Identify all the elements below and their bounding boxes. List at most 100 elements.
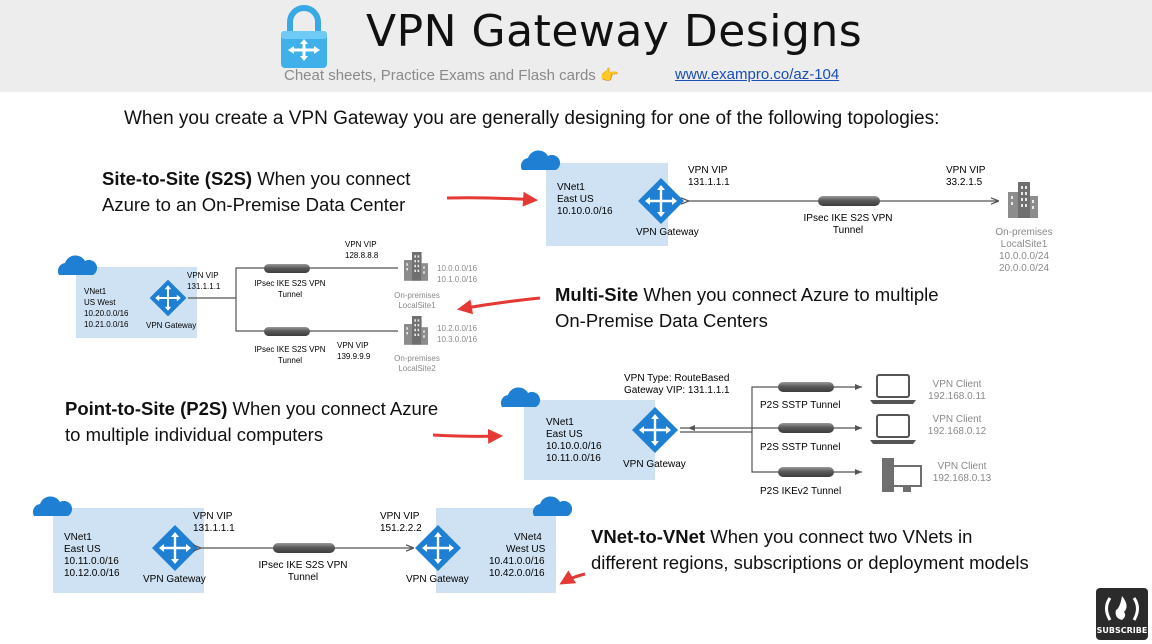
- p2s-vnet-box: [524, 400, 655, 480]
- multisite-text-1: When you connect Azure to multiple: [643, 284, 939, 305]
- p2s-vnet-range-2: 10.11.0.0/16: [546, 453, 601, 464]
- multisite-tunnel-pipe-2: [264, 327, 310, 336]
- page-title: VPN Gateway Designs: [366, 6, 863, 57]
- p2s-red-arrow: [432, 428, 503, 444]
- s2s-vnet-range: 10.10.0.0/16: [557, 206, 613, 217]
- multisite-site2-range-2: 10.3.0.0/16: [437, 335, 478, 344]
- freecodecamp-icon: [1105, 596, 1139, 621]
- s2s-site-label-1: On-premises: [995, 227, 1052, 238]
- s2s-building-icon: [1008, 182, 1038, 218]
- multisite-vnet-region: US West: [84, 298, 116, 307]
- header-band: [0, 0, 1152, 92]
- s2s-description: Site-to-Site (S2S) When you connect Azur…: [102, 166, 410, 218]
- multisite-gateway-label: VPN Gateway: [146, 321, 196, 330]
- multisite-building-icon-2: [404, 316, 428, 345]
- v2v-cloud-right-icon: [532, 496, 573, 516]
- p2s-client-1-ip: 192.168.0.11: [928, 391, 986, 402]
- multisite-text-2: On-Premise Data Centers: [555, 310, 768, 331]
- multisite-vip1-ip: 128.8.8.8: [345, 251, 379, 260]
- v2v-right-region: West US: [506, 544, 546, 555]
- s2s-vip-right-ip: 33.2.1.5: [946, 177, 983, 188]
- multisite-tunnel-pipe-1: [264, 264, 310, 273]
- multisite-vip-gw-ip: 131.1.1.1: [187, 282, 221, 291]
- v2v-vip-left-label: VPN VIP: [193, 511, 233, 522]
- p2s-text-2: to multiple individual computers: [65, 424, 324, 445]
- s2s-text-1: When you connect: [257, 168, 411, 189]
- v2v-tunnel-label-2: Tunnel: [288, 572, 318, 583]
- s2s-text-2: Azure to an On-Premise Data Center: [102, 194, 406, 215]
- p2s-gateway-label: VPN Gateway: [623, 459, 686, 470]
- desktop-icon: [882, 458, 922, 492]
- s2s-vip-left-label: VPN VIP: [688, 165, 728, 176]
- p2s-vnet-name: VNet1: [546, 417, 574, 428]
- s2s-site-range-2: 20.0.0.0/24: [999, 263, 1049, 274]
- multisite-vip2-label: VPN VIP: [337, 341, 369, 350]
- multisite-tunnel1-label-1: IPsec IKE S2S VPN: [254, 279, 325, 288]
- p2s-client-1-label: VPN Client: [933, 379, 982, 390]
- exampro-link[interactable]: www.exampro.co/az-104: [675, 66, 840, 83]
- multisite-vip-gw-label: VPN VIP: [187, 271, 219, 280]
- p2s-description: Point-to-Site (P2S) When you connect Azu…: [65, 396, 438, 448]
- multisite-vnet-range-2: 10.21.0.0/16: [84, 320, 129, 329]
- p2s-text-1: When you connect Azure: [232, 398, 439, 419]
- p2s-vnet-range-1: 10.10.0.0/16: [546, 441, 602, 452]
- multisite-tunnel2-label-1: IPsec IKE S2S VPN: [254, 345, 325, 354]
- s2s-vnet-region: East US: [557, 194, 594, 205]
- p2s-client-3-label: VPN Client: [938, 461, 987, 472]
- p2s-tunnel-label-3: P2S IKEv2 Tunnel: [760, 486, 841, 497]
- p2s-tunnel-label-2: P2S SSTP Tunnel: [760, 442, 840, 453]
- s2s-red-arrow: [446, 191, 538, 207]
- multisite-tunnel1-label-2: Tunnel: [278, 290, 302, 299]
- v2v-right-range-1: 10.41.0.0/16: [489, 556, 545, 567]
- multisite-vnet-range-1: 10.20.0.0/16: [84, 309, 129, 318]
- v2v-vip-right-label: VPN VIP: [380, 511, 420, 522]
- multisite-site1-range-1: 10.0.0.0/16: [437, 264, 478, 273]
- v2v-heading: VNet-to-VNet: [591, 526, 706, 547]
- multisite-site1-label-2: LocalSite1: [398, 301, 436, 310]
- s2s-vnet-name: VNet1: [557, 182, 585, 193]
- s2s-vip-left-ip: 131.1.1.1: [688, 177, 730, 188]
- multisite-vip1-label: VPN VIP: [345, 240, 377, 249]
- multisite-site1-label-1: On-premises: [394, 291, 440, 300]
- multisite-heading: Multi-Site: [555, 284, 639, 305]
- v2v-cloud-left-icon: [32, 496, 73, 516]
- v2v-gateway-left-label: VPN Gateway: [143, 574, 206, 585]
- multisite-tunnel2-label-2: Tunnel: [278, 356, 302, 365]
- multisite-vnet-name: VNet1: [84, 287, 107, 296]
- subscribe-badge[interactable]: SUBSCRIBE: [1096, 588, 1148, 640]
- p2s-heading: Point-to-Site (P2S): [65, 398, 228, 419]
- multisite-site2-label-2: LocalSite2: [398, 364, 436, 373]
- v2v-left-region: East US: [64, 544, 101, 555]
- v2v-vip-right-ip: 151.2.2.2: [380, 523, 422, 534]
- v2v-text-1: When you connect two VNets in: [710, 526, 973, 547]
- v2v-gateway-right-label: VPN Gateway: [406, 574, 469, 585]
- s2s-site-label-2: LocalSite1: [1001, 239, 1048, 250]
- vpn-lock-icon: [278, 4, 330, 70]
- v2v-left-range-2: 10.12.0.0/16: [64, 568, 120, 579]
- multisite-description: Multi-Site When you connect Azure to mul…: [555, 282, 939, 334]
- v2v-description: VNet-to-VNet When you connect two VNets …: [591, 524, 1029, 576]
- p2s-client-2-label: VPN Client: [933, 414, 982, 425]
- s2s-vip-right-label: VPN VIP: [946, 165, 986, 176]
- multisite-building-icon-1: [404, 252, 428, 281]
- v2v-left-range-1: 10.11.0.0/16: [64, 556, 119, 567]
- multisite-site2-range-1: 10.2.0.0/16: [437, 324, 478, 333]
- p2s-client-2-ip: 192.168.0.12: [928, 426, 987, 437]
- multisite-site2-label-1: On-premises: [394, 354, 440, 363]
- multisite-site1-range-2: 10.1.0.0/16: [437, 275, 478, 284]
- p2s-vnet-region: East US: [546, 429, 583, 440]
- p2s-gateway-vip: Gateway VIP: 131.1.1.1: [624, 385, 730, 396]
- p2s-tunnel-pipe-2: [778, 423, 834, 433]
- s2s-cloud-icon: [520, 150, 561, 170]
- v2v-right-name: VNet4: [514, 532, 542, 543]
- v2v-vip-left-ip: 131.1.1.1: [193, 523, 235, 534]
- v2v-red-arrow: [559, 570, 586, 585]
- s2s-gateway-label: VPN Gateway: [636, 227, 699, 238]
- p2s-tunnel-pipe-3: [778, 467, 834, 477]
- multisite-vip2-ip: 139.9.9.9: [337, 352, 371, 361]
- laptop-icon-2: [870, 414, 916, 444]
- p2s-tunnel-pipe-1: [778, 382, 834, 392]
- s2s-tunnel-label-2: Tunnel: [833, 225, 863, 236]
- subscribe-label: SUBSCRIBE: [1096, 626, 1148, 635]
